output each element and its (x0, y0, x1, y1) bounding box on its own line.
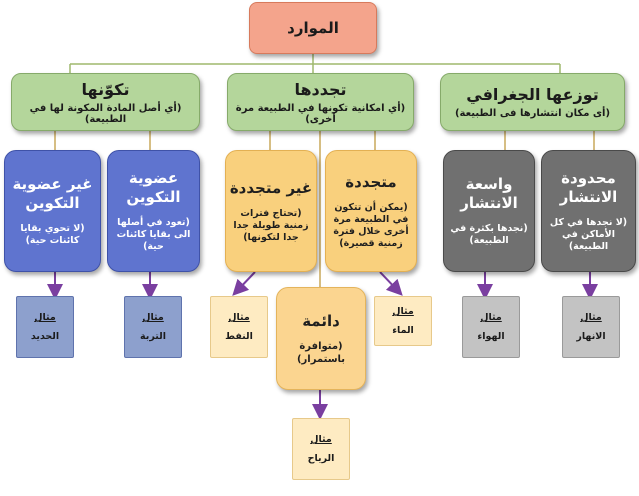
example-value: الانهار (576, 331, 606, 342)
category-title: محدودة الانتشار (559, 169, 618, 206)
permanent-title: دائمة (302, 311, 340, 330)
category-desc: (تحتاج فترات زمنية طويلة جدا جدا لتكونها… (233, 207, 309, 243)
example-label: مثال (228, 312, 250, 323)
group-subtitle: (أي أصل المادة المكونة لها في الطبيعة) (29, 102, 182, 125)
category-desc: (يمكن أن تتكون في الطبيعة مرة أخرى خلال … (333, 201, 409, 249)
group-title: تجددها (294, 79, 347, 99)
example-label: مثال (142, 312, 164, 323)
example-water: مثال الماء (374, 296, 432, 346)
group-subtitle: (أي امكانية تكونها في الطبيعة مرة أخرى) (235, 102, 406, 125)
example-label: مثال (34, 312, 56, 323)
category-permanent: دائمة (متوافرة باستمرار) (276, 287, 366, 390)
example-rivers: مثال الانهار (562, 296, 620, 358)
example-label: مثال (580, 312, 602, 323)
category-renewable: متجددة (يمكن أن تتكون في الطبيعة مرة أخر… (325, 150, 417, 272)
example-oil: مثال النفط (210, 296, 268, 358)
category-non-renewable: غير متجددة (تحتاج فترات زمنية طويلة جدا … (225, 150, 317, 272)
example-value: الماء (392, 325, 414, 336)
category-title: واسعة الانتشار (460, 175, 518, 212)
category-title: متجددة (345, 172, 397, 191)
category-wide-spread: واسعة الانتشار (نجدها بكثرة في الطبيعة) (443, 150, 535, 272)
example-label: مثال (392, 306, 414, 317)
category-desc: (لا تحوي بقايا كائنات حية) (20, 223, 85, 246)
category-desc: (تعود في أصلها الى بقايا كائنات حية) (116, 217, 191, 252)
group-title: توزعها الجغرافي (466, 85, 599, 104)
permanent-desc: (متوافرة باستمرار) (296, 340, 346, 365)
group-formation: تكوّنها (أي أصل المادة المكونة لها في ال… (11, 73, 200, 131)
group-title: تكوّنها (81, 79, 130, 99)
category-limited-spread: محدودة الانتشار (لا نجدها في كل الأماكن … (541, 150, 636, 272)
example-value: الرياح (307, 453, 335, 464)
category-desc: (لا نجدها في كل الأماكن في الطبيعة) (549, 217, 628, 252)
category-organic: عضوية التكوين (تعود في أصلها الى بقايا ك… (107, 150, 200, 272)
category-title: عضوية التكوين (126, 169, 181, 206)
example-value: الهواء (477, 331, 505, 342)
group-subtitle: (أى مكان انتشارها فى الطبيعة) (454, 108, 611, 119)
group-distribution: توزعها الجغرافي (أى مكان انتشارها فى الط… (440, 73, 625, 131)
group-renewal: تجددها (أي امكانية تكونها في الطبيعة مرة… (227, 73, 414, 131)
category-desc: (نجدها بكثرة في الطبيعة) (450, 223, 528, 246)
root-label: الموارد (287, 19, 339, 37)
example-label: مثال (310, 434, 332, 445)
example-value: التربة (140, 331, 166, 342)
example-value: الحديد (30, 331, 60, 342)
category-title: غير متجددة (229, 178, 313, 197)
root-node: الموارد (249, 2, 377, 54)
example-label: مثال (480, 312, 502, 323)
category-title: غير عضوية التكوين (12, 175, 93, 212)
example-soil: مثال التربة (124, 296, 182, 358)
example-air: مثال الهواء (462, 296, 520, 358)
example-wind: مثال الرياح (292, 418, 350, 480)
example-value: النفط (225, 331, 253, 342)
category-inorganic: غير عضوية التكوين (لا تحوي بقايا كائنات … (4, 150, 101, 272)
example-iron: مثال الحديد (16, 296, 74, 358)
